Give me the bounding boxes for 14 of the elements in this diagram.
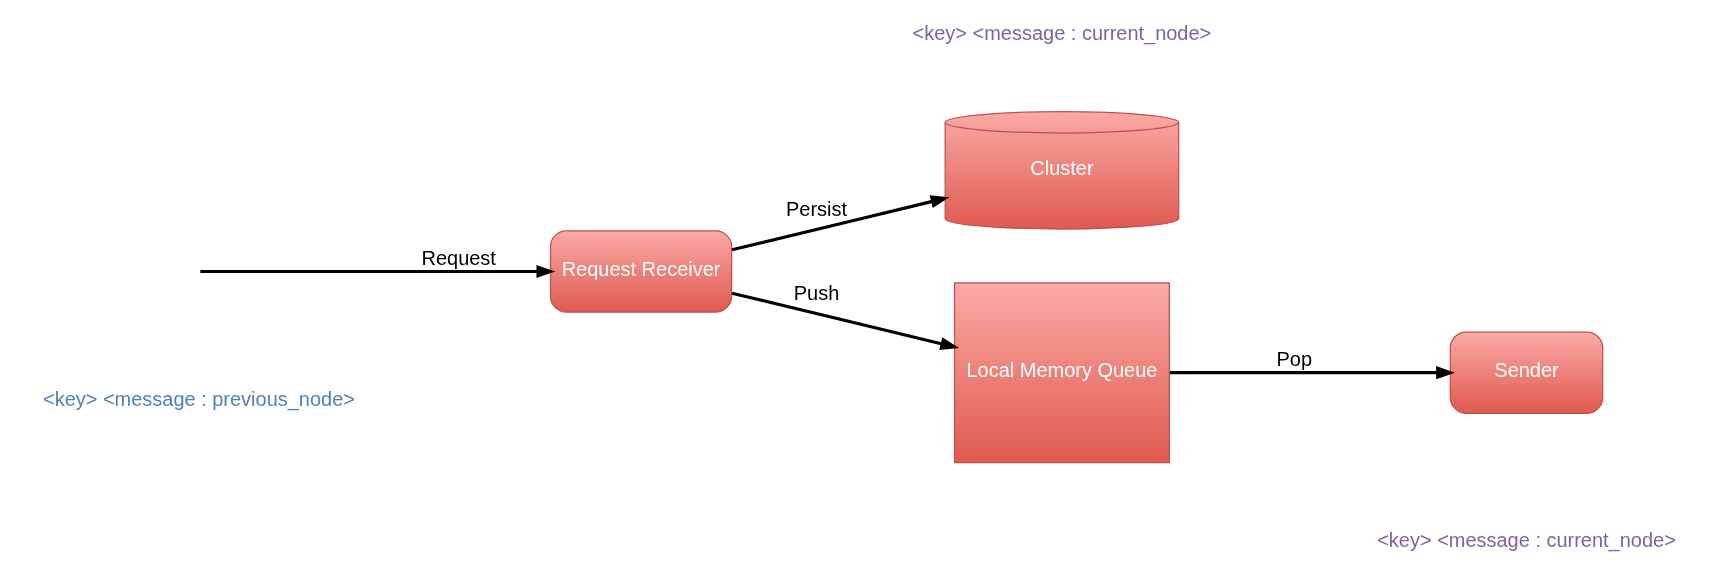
edge-label: Persist bbox=[785, 198, 847, 221]
label: <key> <message : previous_node> bbox=[42, 388, 355, 411]
edge-label: Pop bbox=[1275, 348, 1312, 371]
edge-label: Request bbox=[421, 247, 496, 270]
edge-label: Push bbox=[793, 281, 839, 304]
label: <key> <message : current_node> bbox=[1376, 529, 1676, 552]
arrow bbox=[1169, 366, 1455, 380]
label: <key> <message : current_node> bbox=[912, 22, 1211, 45]
node-box: Local Memory Queue bbox=[953, 282, 1170, 464]
node-box: Request Receiver bbox=[549, 230, 732, 313]
arrow bbox=[731, 195, 949, 252]
arrow bbox=[731, 291, 959, 351]
node-box: Sender bbox=[1449, 331, 1603, 414]
arrow bbox=[199, 264, 555, 279]
